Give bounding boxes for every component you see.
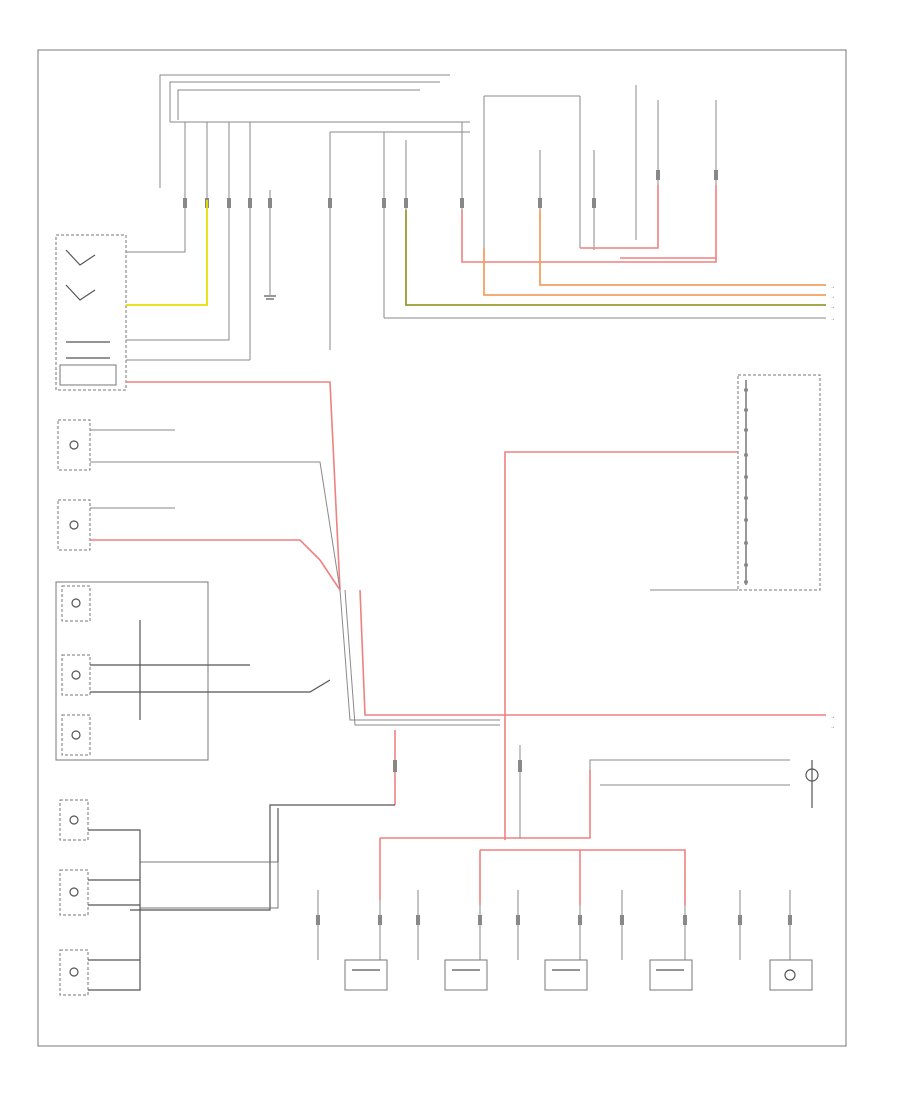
bottom-switch-1 <box>316 890 388 991</box>
left-rear-door-pocket-led <box>59 949 89 996</box>
center-trunk <box>130 589 826 911</box>
instrument-cluster-block <box>737 374 821 591</box>
right-rear-door-handle-led <box>57 419 341 591</box>
bottom-switch-3 <box>516 890 588 991</box>
left-rear-door-handle-led-2 <box>59 799 89 841</box>
svg-text:→: → <box>830 724 835 730</box>
switch-output-wires <box>126 200 341 591</box>
left-front-door-pocket-led <box>59 869 89 916</box>
svg-text:→: → <box>830 316 835 322</box>
left-rear-door-handle-led <box>57 499 341 591</box>
svg-text:→: → <box>830 294 835 300</box>
svg-text:→: → <box>830 304 835 310</box>
vertical-drops <box>184 122 595 360</box>
ground-symbol <box>264 295 276 300</box>
left-lower-wiring <box>88 808 279 991</box>
continuation-arrows: → → → → → → <box>830 284 835 730</box>
harness-lines-right <box>384 185 826 319</box>
bottom-switch-4 <box>620 890 693 991</box>
bottom-bus <box>379 745 790 905</box>
svg-text:→: → <box>830 714 835 720</box>
lighting-control-switch <box>55 234 127 391</box>
top-bus-lines <box>159 74 717 248</box>
bottom-switch-2 <box>416 890 488 991</box>
svg-text:→: → <box>830 284 835 290</box>
door-led-group <box>55 581 331 761</box>
cluster-feed-wire <box>504 451 738 840</box>
diagram-frame <box>37 49 847 1047</box>
fuse-block-top-right <box>805 760 819 808</box>
connector-ticks <box>183 170 718 208</box>
bottom-switch-5 <box>738 890 813 991</box>
